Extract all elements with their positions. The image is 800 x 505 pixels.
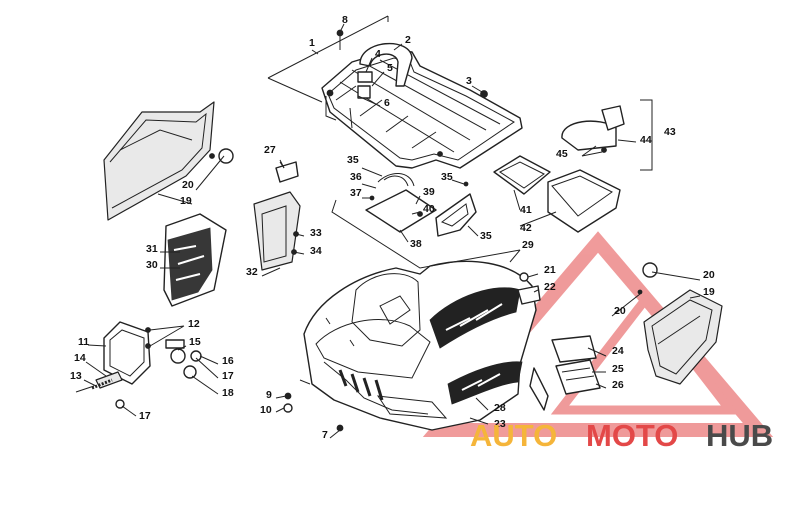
callout-c8: 8 xyxy=(342,14,348,26)
callout-c13: 13 xyxy=(70,370,82,382)
callout-c7: 7 xyxy=(322,429,328,441)
callout-c15: 15 xyxy=(189,336,201,348)
headlight-assembly xyxy=(75,321,202,409)
callout-c45: 45 xyxy=(556,148,568,160)
callout-c12: 12 xyxy=(188,318,200,330)
callout-c24: 24 xyxy=(612,345,624,357)
callout-c2: 2 xyxy=(405,34,411,46)
leader-lines xyxy=(83,23,701,439)
callout-c43: 43 xyxy=(664,126,676,138)
callout-c39: 39 xyxy=(423,186,435,198)
callout-c17b: 17 xyxy=(139,410,151,422)
right-side-panel xyxy=(637,262,723,385)
callout-c35b: 35 xyxy=(441,171,453,183)
callout-c30: 30 xyxy=(146,259,158,271)
callout-c11: 11 xyxy=(78,336,89,348)
callout-c20a: 20 xyxy=(182,179,194,191)
callout-c6: 6 xyxy=(384,97,390,109)
callout-c28: 28 xyxy=(494,402,506,414)
callout-c35c: 35 xyxy=(480,230,492,242)
callout-c3: 3 xyxy=(466,75,472,87)
callout-c36: 36 xyxy=(350,171,362,183)
callout-c22: 22 xyxy=(544,281,556,293)
callout-c17a: 17 xyxy=(222,370,234,382)
storage-box xyxy=(493,105,625,233)
callout-c9: 9 xyxy=(266,389,272,401)
callout-c35a: 35 xyxy=(347,154,359,166)
callout-c1: 1 xyxy=(309,37,315,49)
callout-c33: 33 xyxy=(310,227,322,239)
footwell-panel xyxy=(163,213,227,307)
callout-c25: 25 xyxy=(612,363,624,375)
callout-c20c: 20 xyxy=(614,305,626,317)
front-body-panel xyxy=(299,260,537,431)
callout-c19b: 19 xyxy=(703,286,715,298)
callout-c20b: 20 xyxy=(703,269,715,281)
rear-rack xyxy=(321,29,523,169)
watermark-hub: HUB xyxy=(706,418,773,453)
decal-set xyxy=(551,335,601,395)
callout-c27: 27 xyxy=(264,144,276,156)
callout-c37: 37 xyxy=(350,187,362,199)
callout-c41: 41 xyxy=(520,204,532,216)
side-cover-35 xyxy=(435,181,477,237)
callout-c34: 34 xyxy=(310,245,322,257)
callout-c44: 44 xyxy=(640,134,652,146)
callout-c4: 4 xyxy=(375,48,381,60)
watermark-text: AUTO MOTO HUB xyxy=(470,418,773,453)
callout-c16: 16 xyxy=(222,355,234,367)
watermark-auto: AUTO xyxy=(470,418,557,453)
callout-c31: 31 xyxy=(146,243,158,255)
callout-c26: 26 xyxy=(612,379,624,391)
callout-c18: 18 xyxy=(222,387,234,399)
callout-c5: 5 xyxy=(387,62,393,74)
center-plate-assembly xyxy=(365,173,437,233)
callout-c29: 29 xyxy=(522,239,534,251)
callout-c21: 21 xyxy=(544,264,556,276)
callout-c19a: 19 xyxy=(180,195,192,207)
callout-c42: 42 xyxy=(520,222,532,234)
callout-c38: 38 xyxy=(410,238,422,250)
left-side-panel xyxy=(103,101,234,221)
decal-27 xyxy=(275,161,299,183)
callout-c10: 10 xyxy=(260,404,272,416)
mounting-bracket xyxy=(253,191,301,271)
callout-c23: 23 xyxy=(494,418,506,430)
callout-c40: 40 xyxy=(423,203,435,215)
callout-c14: 14 xyxy=(74,352,86,364)
watermark-moto: MOTO xyxy=(586,418,678,453)
callout-c32: 32 xyxy=(246,266,258,278)
